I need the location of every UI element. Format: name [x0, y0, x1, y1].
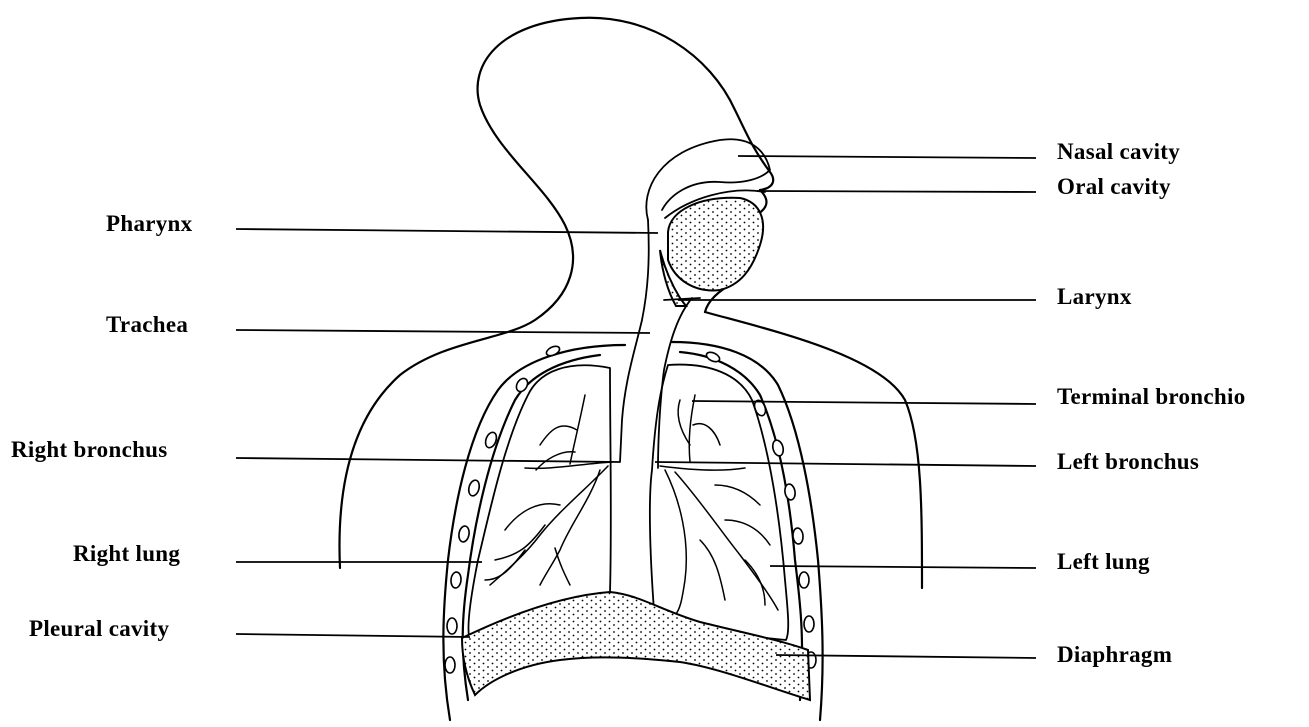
label-left-bronchus: Left bronchus [1057, 450, 1199, 473]
leader-lines [236, 156, 1036, 658]
label-pleural-cavity: Pleural cavity [29, 617, 169, 640]
label-oral-cavity: Oral cavity [1057, 175, 1171, 198]
label-larynx: Larynx [1057, 285, 1132, 308]
label-terminal-bronchio: Terminal bronchio [1057, 385, 1246, 408]
label-left-lung: Left lung [1057, 550, 1150, 573]
upper-airway [620, 139, 770, 468]
label-nasal-cavity: Nasal cavity [1057, 140, 1180, 163]
label-right-lung: Right lung [73, 542, 180, 565]
body-outline [339, 18, 922, 588]
label-trachea: Trachea [106, 313, 188, 336]
left-lung-outline [650, 365, 788, 640]
diaphragm [462, 592, 810, 700]
label-diaphragm: Diaphragm [1057, 643, 1172, 666]
label-right-bronchus: Right bronchus [11, 438, 168, 461]
label-pharynx: Pharynx [106, 212, 192, 235]
